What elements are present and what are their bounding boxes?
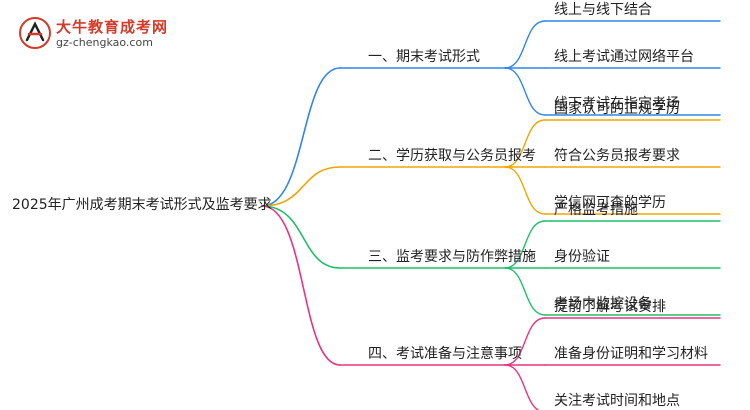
leaf-label-1-1: 线上与线下结合 [554,2,652,18]
leaf-connector-1-3 [504,67,546,116]
branch-connector-2 [261,166,341,207]
leaf-connector-4-1 [504,317,546,366]
leaf-label-2-3: 学信网可查的学历 [554,195,666,211]
leaf-label-4-2: 准备身份证明和学习材料 [554,346,708,362]
brand-url: gz-chengkao.com [56,36,153,49]
leaf-label-2-2: 符合公务员报考要求 [554,148,680,164]
leaf-label-3-3: 考场内监控设备 [554,296,652,312]
branch-label-2: 二、学历获取与公务员报考 [368,148,536,164]
branch-connector-1 [261,67,341,207]
branch-label-4: 四、考试准备与注意事项 [368,346,522,362]
leaf-label-4-3: 关注考试时间和地点 [554,393,680,409]
leaf-connector-3-1 [504,220,546,269]
leaf-label-4-1: 提前了解考试安排 [554,299,666,315]
branch-connector-3 [261,205,341,269]
leaf-label-3-2: 身份验证 [554,249,610,265]
brand-name: 大牛教育成考网 [56,18,169,36]
leaf-connector-2-3 [504,166,546,215]
leaf-label-1-3: 线下考试在指定考场 [554,96,680,112]
branch-label-3: 三、监考要求与防作弊措施 [368,249,536,265]
leaf-label-2-1: 国家认可的正规学历 [554,101,680,117]
branch-label-1: 一、期末考试形式 [368,49,480,65]
root-node-label: 2025年广州成考期末考试形式及监考要求 [12,197,272,213]
logo-mark-icon [19,17,51,49]
leaf-connector-2-1 [504,119,546,168]
brand-logo: 大牛教育成考网 gz-chengkao.com [18,14,168,56]
leaf-connector-3-3 [504,267,546,316]
leaf-connector-4-3 [504,364,540,410]
branch-connector-4 [261,205,341,366]
leaf-label-1-2: 线上考试通过网络平台 [554,49,694,65]
leaf-label-3-1: 严格监考措施 [554,202,638,218]
leaf-connector-1-1 [504,20,546,69]
